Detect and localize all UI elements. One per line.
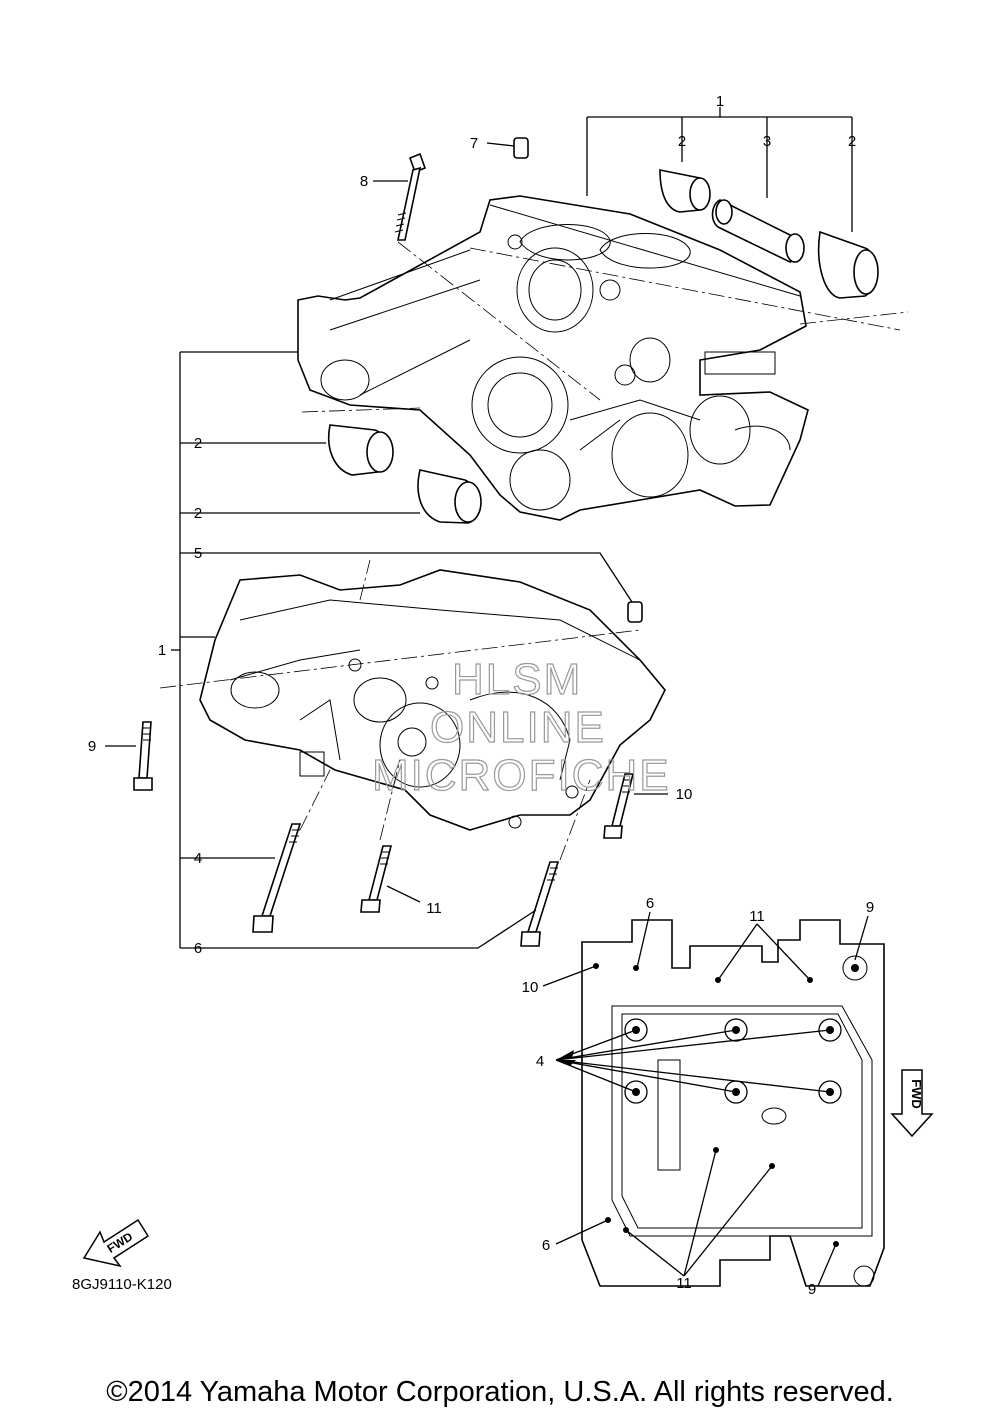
label-3: 3 <box>763 133 771 150</box>
bolt-10 <box>603 773 635 839</box>
inset-label-9-bottom: 9 <box>808 1281 816 1298</box>
svg-text:ONLINE: ONLINE <box>430 703 606 752</box>
fwd-arrow-icon: FWD <box>82 1218 150 1268</box>
inset-label-9-top: 9 <box>866 899 874 916</box>
callout-labels: 1 2 3 2 7 8 2 2 5 1 9 10 4 11 6 <box>88 93 856 957</box>
bolt-9 <box>133 721 153 791</box>
alignment-lines <box>159 241 909 861</box>
bearing-2-side-b <box>417 469 482 524</box>
bolt-8 <box>394 152 427 241</box>
label-2-top-left: 2 <box>678 133 686 150</box>
bearing-2-upper-right <box>817 230 879 299</box>
bolt-6 <box>520 861 560 947</box>
copyright-notice: ©2014 Yamaha Motor Corporation, U.S.A. A… <box>106 1376 894 1408</box>
fwd-arrow-inset-icon: FWD <box>890 1069 934 1138</box>
label-7: 7 <box>470 135 478 152</box>
label-1-side: 1 <box>158 642 166 659</box>
upper-crankcase <box>297 195 809 521</box>
inset-label-10: 10 <box>522 979 539 996</box>
label-2-side-a: 2 <box>194 435 202 452</box>
inset-label-11-top: 11 <box>749 908 765 925</box>
bearing-2-side-a <box>328 424 394 476</box>
inset-label-4: 4 <box>536 1053 544 1070</box>
label-9: 9 <box>88 738 96 755</box>
label-2-side-b: 2 <box>194 505 202 522</box>
svg-text:FWD: FWD <box>909 1079 924 1109</box>
dowel-7 <box>513 137 529 159</box>
bolt-4 <box>252 823 302 933</box>
leader-lines <box>105 107 853 949</box>
svg-text:MICROFICHE: MICROFICHE <box>372 751 671 800</box>
dowel-5 <box>627 601 643 623</box>
label-10: 10 <box>676 786 693 803</box>
inset-label-6-bottom: 6 <box>542 1237 550 1254</box>
label-11: 11 <box>426 900 442 917</box>
inset-label-11-bottom: 11 <box>676 1275 692 1292</box>
label-6: 6 <box>194 940 202 957</box>
bearing-2-upper-left <box>659 169 711 213</box>
label-1-top: 1 <box>716 93 724 110</box>
label-2-top-right: 2 <box>848 133 856 150</box>
svg-text:HLSM: HLSM <box>452 655 582 704</box>
label-8: 8 <box>360 173 368 190</box>
bolt-11 <box>360 845 393 913</box>
watermark: HLSM ONLINE MICROFICHE <box>371 654 671 800</box>
dowel-3 <box>711 199 805 263</box>
inset-label-6-top: 6 <box>646 895 654 912</box>
inset-bolt-layout: 6 11 9 10 4 6 11 9 <box>522 895 885 1298</box>
label-4: 4 <box>194 850 202 867</box>
label-5: 5 <box>194 545 202 562</box>
diagram-code: 8GJ9110-K120 <box>72 1276 172 1293</box>
lower-crankcase <box>199 569 666 831</box>
